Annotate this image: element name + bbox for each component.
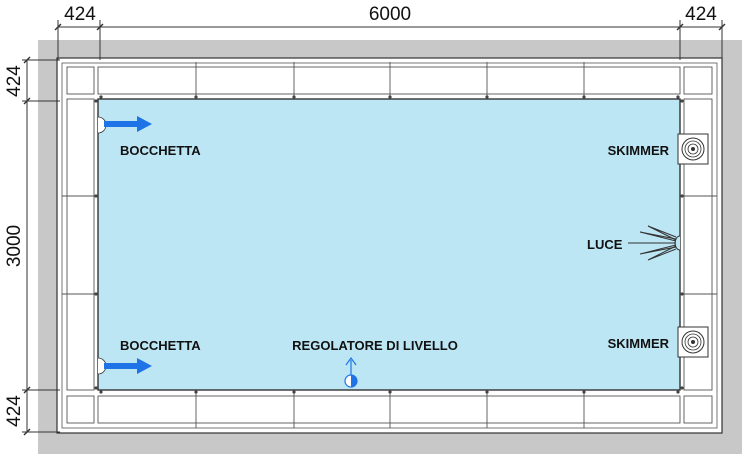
bolt-marker (582, 95, 586, 99)
level-regulator-icon (344, 356, 358, 388)
bolt-marker (485, 390, 489, 394)
level-regulator-label: REGOLATORE DI LIVELLO (292, 338, 458, 353)
bolt-marker (194, 95, 198, 99)
bolt-marker (94, 292, 98, 296)
nozzle-bottom (97, 357, 152, 375)
skimmer-top-label: SKIMMER (608, 143, 670, 158)
bolt-marker (680, 292, 684, 296)
bolt-marker (94, 99, 98, 103)
bottom-panels (97, 390, 681, 428)
right-panels (680, 98, 717, 391)
bolt-marker (485, 95, 489, 99)
left-panels (62, 98, 98, 391)
bolt-marker (94, 194, 98, 198)
bolt-marker (388, 390, 392, 394)
bolt-marker (680, 386, 684, 390)
light (628, 225, 681, 261)
bolt-marker (94, 386, 98, 390)
dim-left-top: 424 (4, 65, 25, 97)
bolt-marker (388, 95, 392, 99)
skimmer-bottom-label: SKIMMER (608, 336, 670, 351)
corner-blocks (66, 66, 713, 424)
level-regulator (344, 356, 358, 388)
arrow-right-icon (104, 116, 152, 132)
arrow-right-icon (104, 358, 152, 374)
dimension-lines (22, 20, 723, 433)
bolt-marker (99, 95, 103, 99)
bolt-marker (582, 390, 586, 394)
panel-bolts (94, 95, 684, 394)
bolt-marker (99, 390, 103, 394)
dim-left-bottom: 424 (4, 395, 25, 427)
bolt-marker (676, 95, 680, 99)
nozzle-bottom-label: BOCCHETTA (120, 338, 201, 353)
bolt-marker (292, 95, 296, 99)
bolt-marker (292, 390, 296, 394)
skimmer-bottom (677, 326, 709, 358)
skimmer-icon (677, 133, 709, 165)
light-icon (628, 225, 681, 261)
dim-top-left: 424 (64, 4, 96, 25)
pool-border-inner-line (61, 62, 718, 429)
dim-left-pool: 3000 (4, 225, 25, 267)
bolt-marker (194, 390, 198, 394)
nozzle-top (97, 116, 152, 134)
bolt-marker (680, 194, 684, 198)
dimension-ticks (23, 23, 726, 436)
skimmer-icon (677, 326, 709, 358)
nozzle-top-label: BOCCHETTA (120, 143, 201, 158)
skimmer-top (677, 133, 709, 165)
top-panels (97, 62, 681, 99)
light-label: LUCE (587, 237, 623, 252)
bolt-marker (680, 99, 684, 103)
bolt-marker (676, 390, 680, 394)
dim-top-pool: 6000 (369, 4, 411, 25)
pool-water (97, 98, 681, 391)
dim-top-right: 424 (685, 4, 717, 25)
